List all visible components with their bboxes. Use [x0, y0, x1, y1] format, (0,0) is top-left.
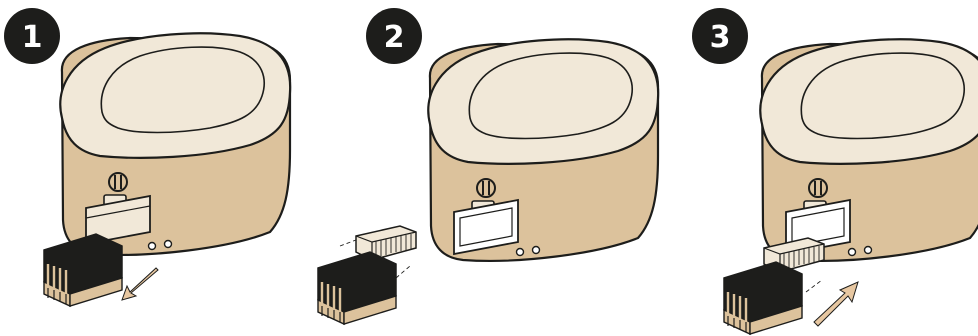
arrow-icon [813, 281, 859, 327]
step-2-panel: 2 [316, 8, 660, 326]
step-number: 1 [22, 20, 43, 55]
cartridge-illustration [42, 232, 124, 308]
device-illustration [59, 32, 292, 256]
cartridge-illustration [316, 250, 398, 326]
device-illustration [427, 38, 660, 262]
step-number: 2 [384, 20, 405, 55]
arrow-icon [121, 267, 159, 301]
step-badge: 3 [692, 8, 748, 64]
step-badge: 2 [366, 8, 422, 64]
guide-lines [805, 279, 823, 293]
step-3-panel: 3 [692, 8, 978, 336]
step-number: 3 [710, 20, 731, 55]
step-badge: 1 [4, 8, 60, 64]
step-1-panel: 1 [4, 8, 292, 308]
cartridge-illustration [722, 260, 804, 336]
device-illustration [759, 38, 978, 262]
guide-lines [339, 239, 411, 279]
